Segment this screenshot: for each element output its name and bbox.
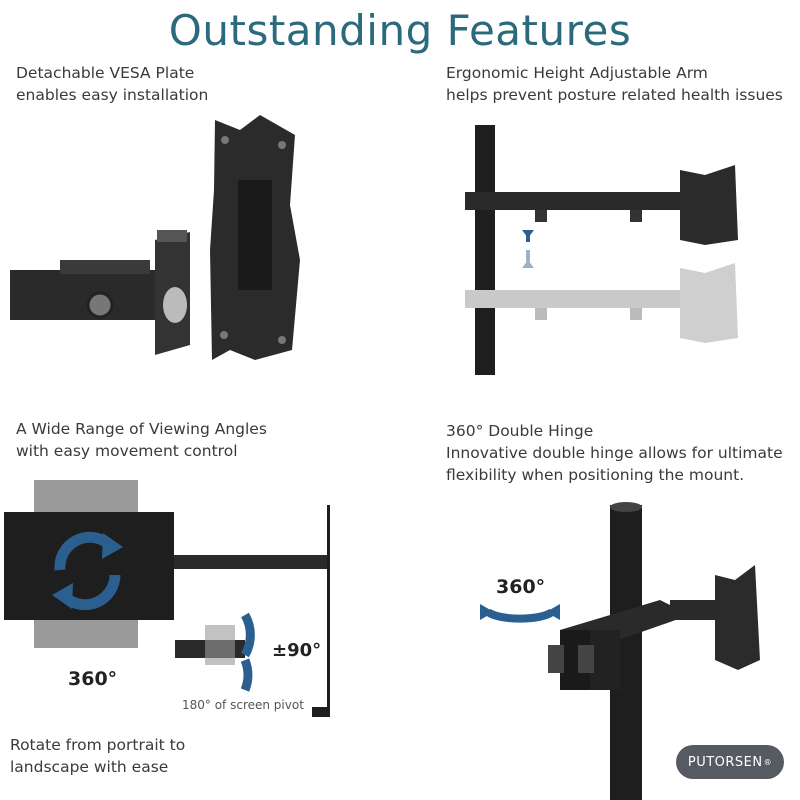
pivot-180-label: 180° of screen pivot — [182, 698, 304, 712]
feature-caption-angles: A Wide Range of Viewing Angles with easy… — [16, 420, 267, 460]
hinge-360-label: 360° — [496, 576, 546, 598]
height-arm-illustration — [465, 125, 738, 375]
page-title: Outstanding Features — [168, 6, 632, 55]
feature-caption-vesa: Detachable VESA Plate enables easy insta… — [16, 64, 209, 104]
feature-caption-hinge: 360° Double Hinge Innovative double hing… — [446, 422, 783, 484]
putorsen-logo: PUTORSEN® — [676, 745, 784, 779]
rotate-caption: Rotate from portrait to landscape with e… — [10, 736, 186, 776]
feature-caption-height: Ergonomic Height Adjustable Arm helps pr… — [446, 64, 783, 104]
tilt-90-label: ±90° — [272, 640, 322, 661]
viewing-angles-illustration — [4, 480, 330, 717]
vesa-plate-illustration — [10, 115, 300, 360]
double-hinge-illustration — [480, 502, 760, 800]
rotation-360-label: 360° — [68, 668, 118, 690]
